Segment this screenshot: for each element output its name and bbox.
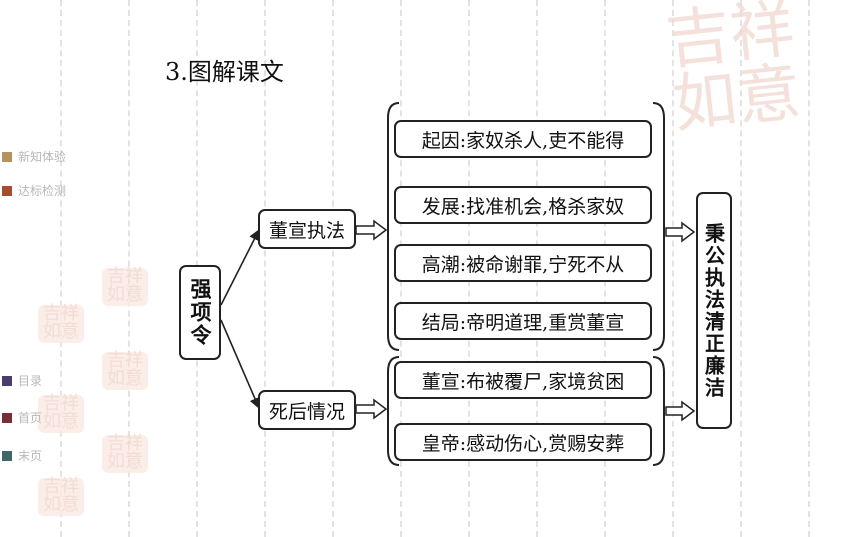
item-emperor: 皇帝:感动伤心,赏赐安葬: [394, 423, 652, 461]
bullet-square-icon: [2, 375, 12, 386]
nav-item-home[interactable]: 首页: [2, 409, 42, 426]
brace-after: [387, 356, 400, 466]
brace-law: [387, 102, 400, 351]
nav-item-label: 首页: [18, 411, 43, 425]
branch-node-law: 董宣执法: [258, 209, 356, 249]
bullet-square-icon: [2, 412, 12, 423]
branch-node-after-death: 死后情况: [258, 390, 356, 430]
decor-seal-small: 吉祥如意: [102, 352, 148, 390]
nav-item-label: 目录: [18, 374, 43, 388]
conclusion-node: 秉公执法清正廉洁: [696, 192, 732, 429]
nav-item-contents[interactable]: 目录: [2, 372, 42, 389]
page-title: 3.图解课文: [165, 58, 284, 86]
brace-after-right: [652, 356, 665, 466]
nav-item-last-page[interactable]: 末页: [2, 447, 42, 464]
item-dong-xuan: 董宣:布被覆尸,家境贫困: [394, 361, 652, 399]
item-development: 发展:找准机会,格杀家奴: [394, 186, 652, 224]
arrow-root-to-after: [220, 319, 261, 410]
item-ending: 结局:帝明道理,重赏董宣: [394, 302, 652, 340]
nav-item-label: 末页: [18, 449, 43, 463]
decor-seal-small: 吉祥如意: [38, 305, 84, 343]
bullet-square-icon: [2, 151, 12, 162]
hollow-arrow-after: [355, 398, 388, 420]
nav-item-label: 达标检测: [18, 184, 67, 198]
decor-seal-small: 吉祥如意: [38, 395, 84, 433]
hollow-arrow-to-conclusion-top: [665, 221, 696, 243]
decor-seal-small: 吉祥如意: [102, 435, 148, 473]
bullet-square-icon: [2, 185, 12, 196]
nav-item-new-knowledge[interactable]: 新知体验: [2, 148, 66, 165]
bullet-square-icon: [2, 450, 12, 461]
arrow-root-to-law: [220, 229, 260, 306]
nav-item-label: 新知体验: [18, 150, 67, 164]
decor-seal-small: 吉祥如意: [102, 268, 148, 306]
hollow-arrow-law: [355, 219, 388, 241]
decor-seal-small: 吉祥如意: [38, 478, 84, 516]
nav-item-assessment[interactable]: 达标检测: [2, 182, 66, 199]
hollow-arrow-to-conclusion-bottom: [665, 400, 696, 422]
item-cause: 起因:家奴杀人,吏不能得: [394, 120, 652, 158]
item-climax: 高潮:被命谢罪,宁死不从: [394, 244, 652, 282]
brace-law-right: [652, 102, 665, 351]
root-node: 强项令: [179, 265, 221, 360]
